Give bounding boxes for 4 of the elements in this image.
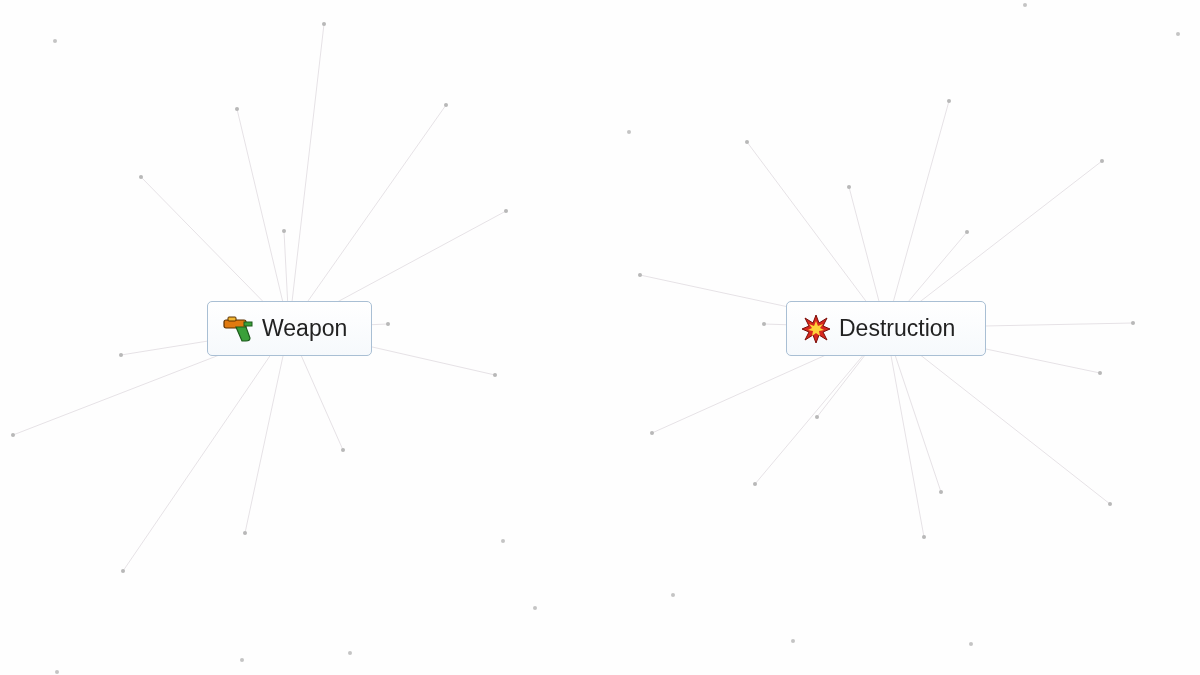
element-card — [786, 301, 986, 356]
element-name: Weapon — [262, 315, 348, 342]
element-name: Destruction — [839, 315, 956, 342]
element-card — [207, 301, 372, 356]
